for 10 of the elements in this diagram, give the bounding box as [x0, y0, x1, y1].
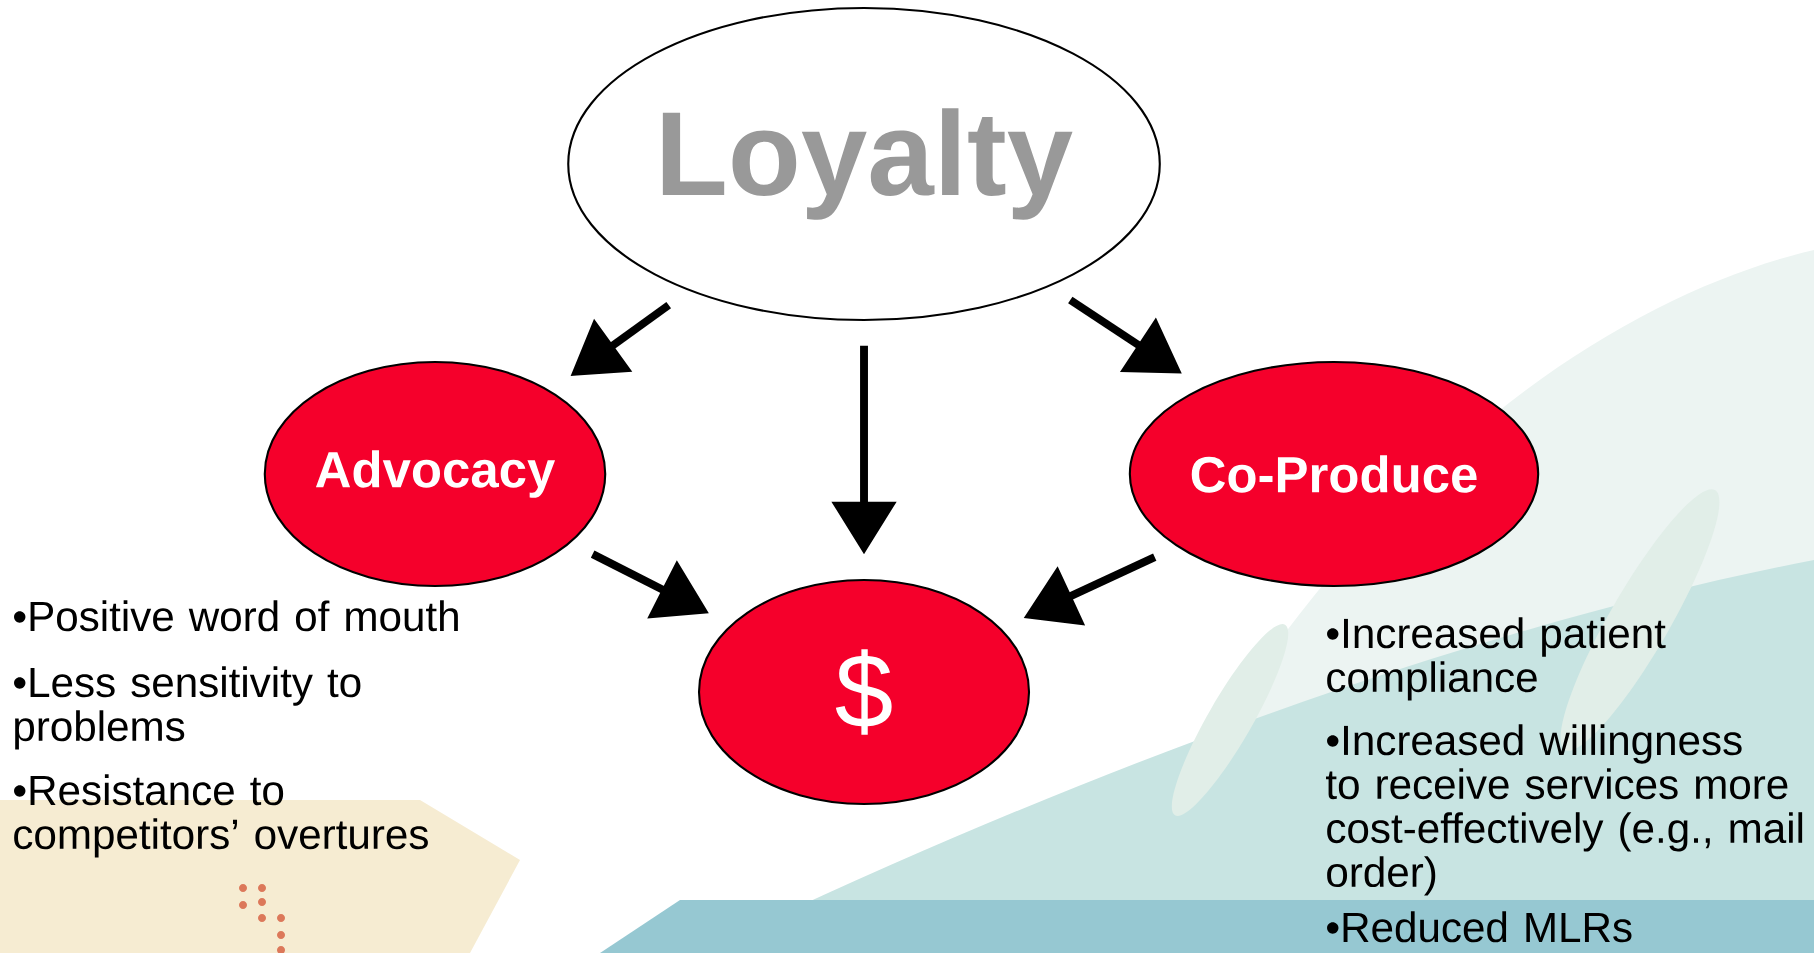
bullet-text: •Resistance to competitors’ overtures — [14, 774, 428, 858]
bullet-text: •Increased patient compliance — [1327, 617, 1666, 701]
ellipse-node: Co-Produce — [1128, 360, 1540, 588]
bullet-text: •Increased willingness to receive services more cost-effectively (e.g., mail order) — [1326, 724, 1803, 896]
ellipse-node: $ — [697, 578, 1031, 806]
bullet-text: •Positive word of mouth — [14, 600, 458, 632]
ellipse-node: Loyalty — [567, 6, 1161, 322]
ellipse-node: Advocacy — [263, 360, 607, 588]
bullet-text: •Less sensitivity to problems — [14, 666, 361, 750]
bullet-text: •Reduced MLRs — [1327, 911, 1632, 943]
